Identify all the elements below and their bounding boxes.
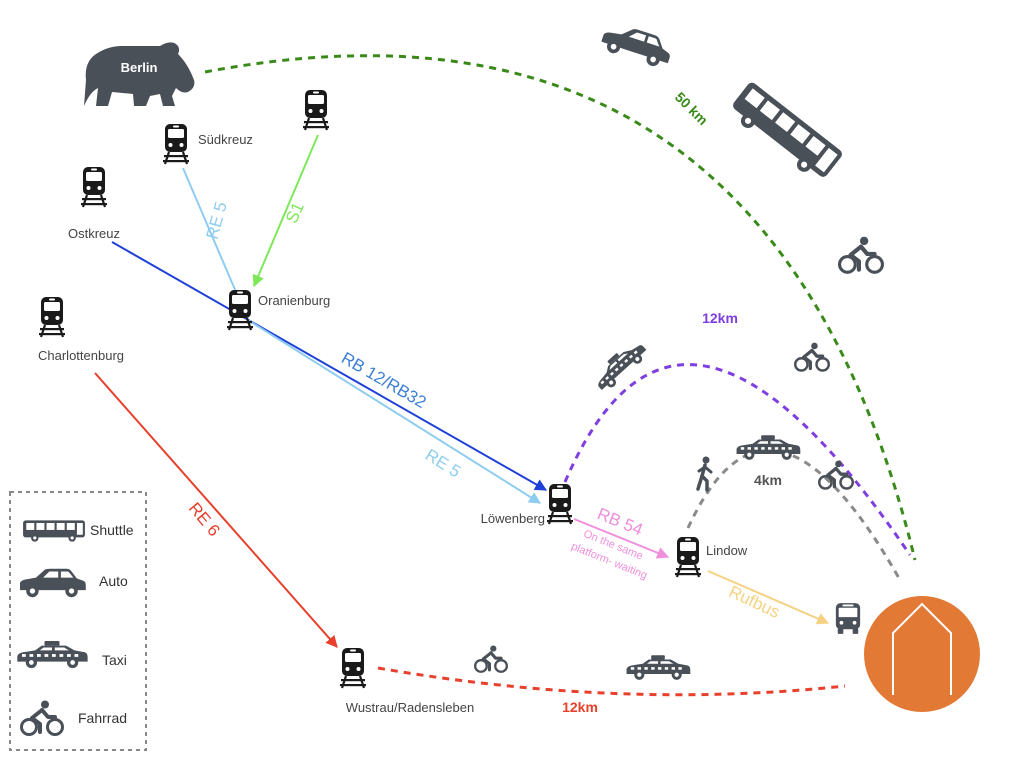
- bicycle-icon: [794, 342, 830, 372]
- legend: Shuttle Auto Taxi Fahrrad: [9, 491, 147, 751]
- suedkreuz-label: Südkreuz: [198, 132, 253, 147]
- s1-line: [252, 134, 319, 288]
- re5-lower-line: [247, 319, 542, 504]
- legend-box: [9, 491, 147, 751]
- rufbus-line: [707, 570, 830, 625]
- wustrau-label: Wustrau/Radensleben: [346, 700, 474, 715]
- train-icon: [339, 647, 367, 690]
- berlin-road-path: [204, 54, 917, 561]
- wustrau-road-path: [377, 666, 846, 697]
- taxi-icon: [589, 336, 651, 395]
- train-icon: [546, 483, 574, 526]
- bus-icon: [726, 80, 844, 186]
- lindow-label: Lindow: [706, 543, 748, 558]
- ostkreuz-label: Ostkreuz: [68, 226, 120, 241]
- bicycle-icon: [818, 460, 854, 490]
- re6-line: [94, 372, 338, 648]
- train-icon: [162, 123, 190, 166]
- bicycle-icon: [22, 701, 63, 735]
- bus-icon: [23, 520, 85, 542]
- car-icon: [20, 568, 86, 598]
- re5-upper-label: RE 5: [203, 200, 231, 241]
- lindow-distance-label: 4km: [754, 472, 782, 488]
- taxi-icon: [626, 655, 691, 680]
- re5-upper-line: [182, 167, 237, 293]
- legend-fahrrad-label: Fahrrad: [78, 710, 127, 726]
- legend-auto-label: Auto: [99, 573, 128, 589]
- loewenberg-distance-label: 12km: [702, 310, 738, 326]
- charlottenburg-label: Charlottenburg: [38, 348, 124, 363]
- taxi-icon: [736, 435, 801, 460]
- bear-icon: [84, 42, 195, 106]
- loewenberg-road-path: [563, 363, 912, 556]
- bicycle-icon: [474, 645, 508, 673]
- house-icon: [892, 602, 952, 695]
- bicycle-icon: [840, 237, 883, 273]
- train-icon: [302, 89, 330, 132]
- wustrau-distance-label: 12km: [562, 699, 598, 715]
- rb54-line: [573, 518, 670, 559]
- taxi-icon: [17, 640, 88, 669]
- train-icon: [226, 289, 254, 332]
- rb12-label: RB 12/RB32: [338, 348, 429, 412]
- rufbus-label: Rufbus: [726, 582, 783, 622]
- legend-shuttle-label: Shuttle: [90, 522, 134, 538]
- oranienburg-label: Oranienburg: [258, 293, 330, 308]
- legend-taxi-label: Taxi: [102, 652, 127, 668]
- destination-marker: [864, 596, 980, 712]
- walking-icon: [696, 456, 713, 492]
- loewenberg-label: Löwenberg: [481, 511, 545, 526]
- berlin-distance-label: 50 km: [672, 89, 711, 128]
- train-icon: [38, 296, 66, 339]
- lindow-road-path: [686, 448, 902, 581]
- train-icon: [80, 166, 108, 209]
- bus-icon: [835, 603, 861, 634]
- train-icon: [674, 536, 702, 579]
- s1-label: S1: [282, 199, 308, 226]
- car-icon: [598, 20, 675, 71]
- berlin-label: Berlin: [121, 60, 158, 75]
- rb12-line: [111, 241, 548, 491]
- re6-label: RE 6: [185, 499, 224, 540]
